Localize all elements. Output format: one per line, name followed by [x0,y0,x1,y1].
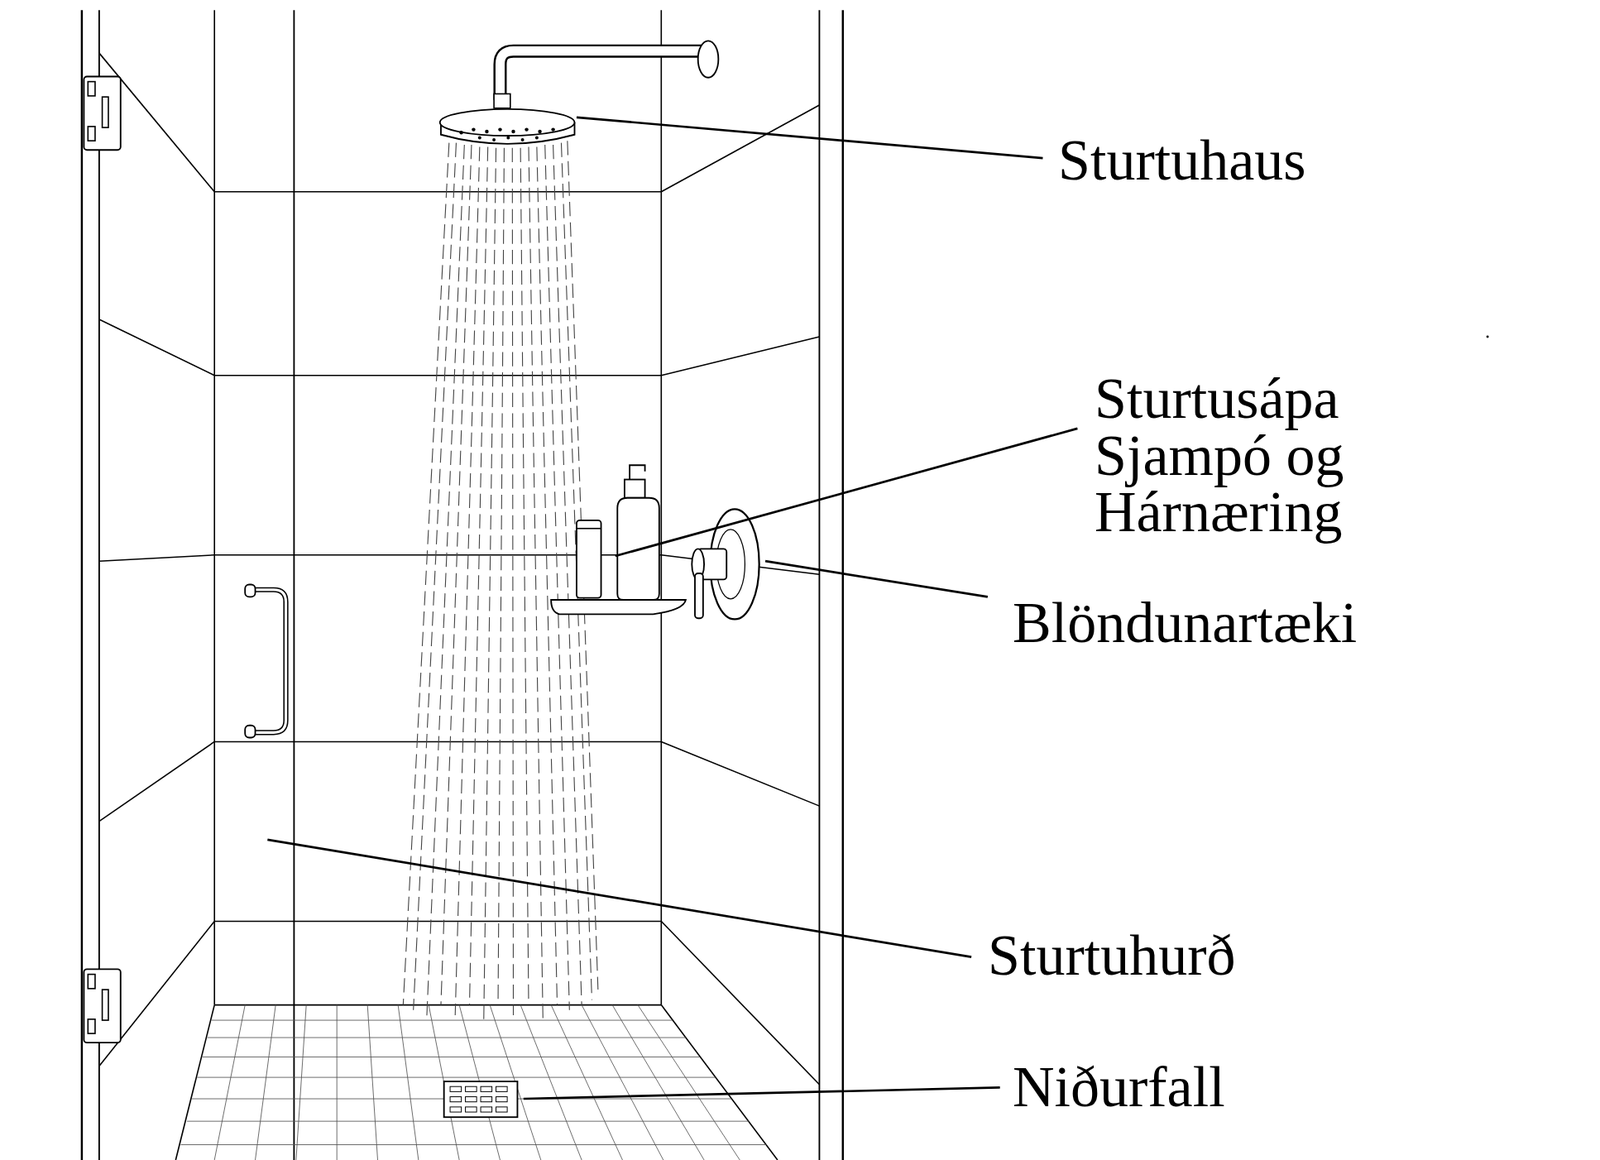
leader-line [615,428,1078,556]
leader-line [523,1087,1001,1099]
part-label: Blöndunartæki [1012,594,1509,652]
part-label: Sturtuhaus [1058,131,1472,190]
part-label: Sturtuhurð [987,926,1485,985]
part-label: Sturtusápa Sjampó og Hárnæring [1094,370,1409,542]
leader-line [576,117,1044,159]
part-label: Niðurfall [1012,1058,1509,1117]
leader-line [765,560,988,597]
leader-line [267,839,972,958]
